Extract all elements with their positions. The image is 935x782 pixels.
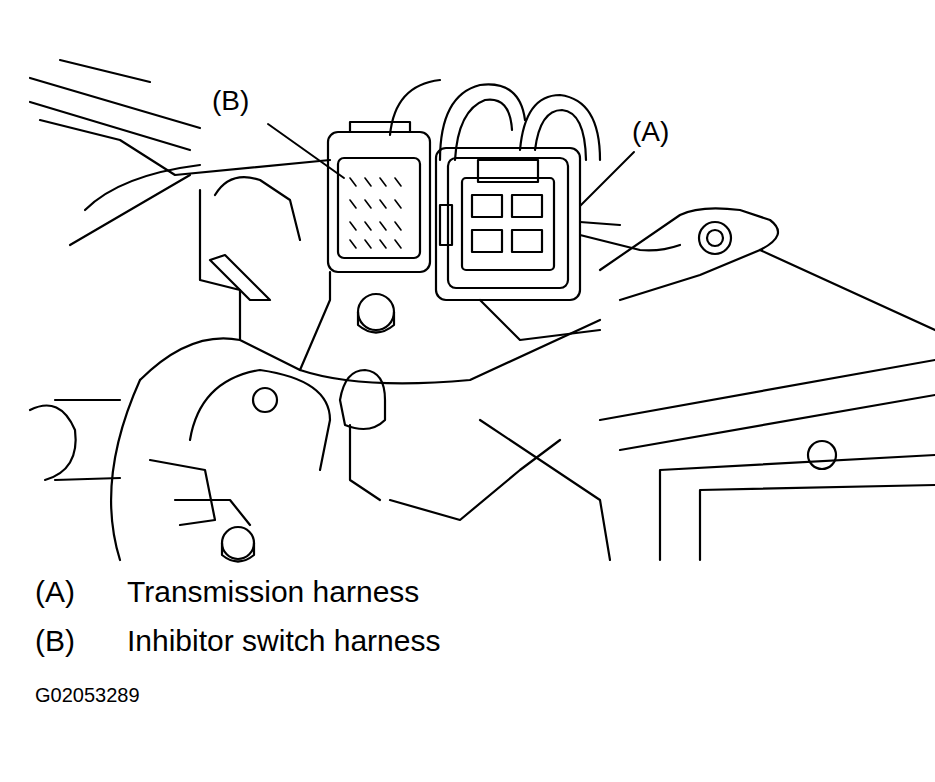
figure-code: G02053289 (33, 684, 142, 706)
connector-a (436, 148, 580, 300)
legend-letter: (A) (33, 575, 77, 608)
legend-letter: (B) (33, 624, 77, 657)
frame-lines (30, 60, 330, 245)
legend-text: Inhibitor switch harness (125, 624, 442, 657)
callout-letter: (B) (210, 86, 251, 117)
callout-letter: (A) (630, 117, 671, 148)
connector-b (328, 122, 430, 272)
legend-text: Transmission harness (125, 575, 421, 608)
leader-lines (268, 124, 634, 206)
wire-bundle (390, 80, 680, 250)
transmission-case (30, 177, 935, 561)
bracket-arm (600, 208, 935, 330)
